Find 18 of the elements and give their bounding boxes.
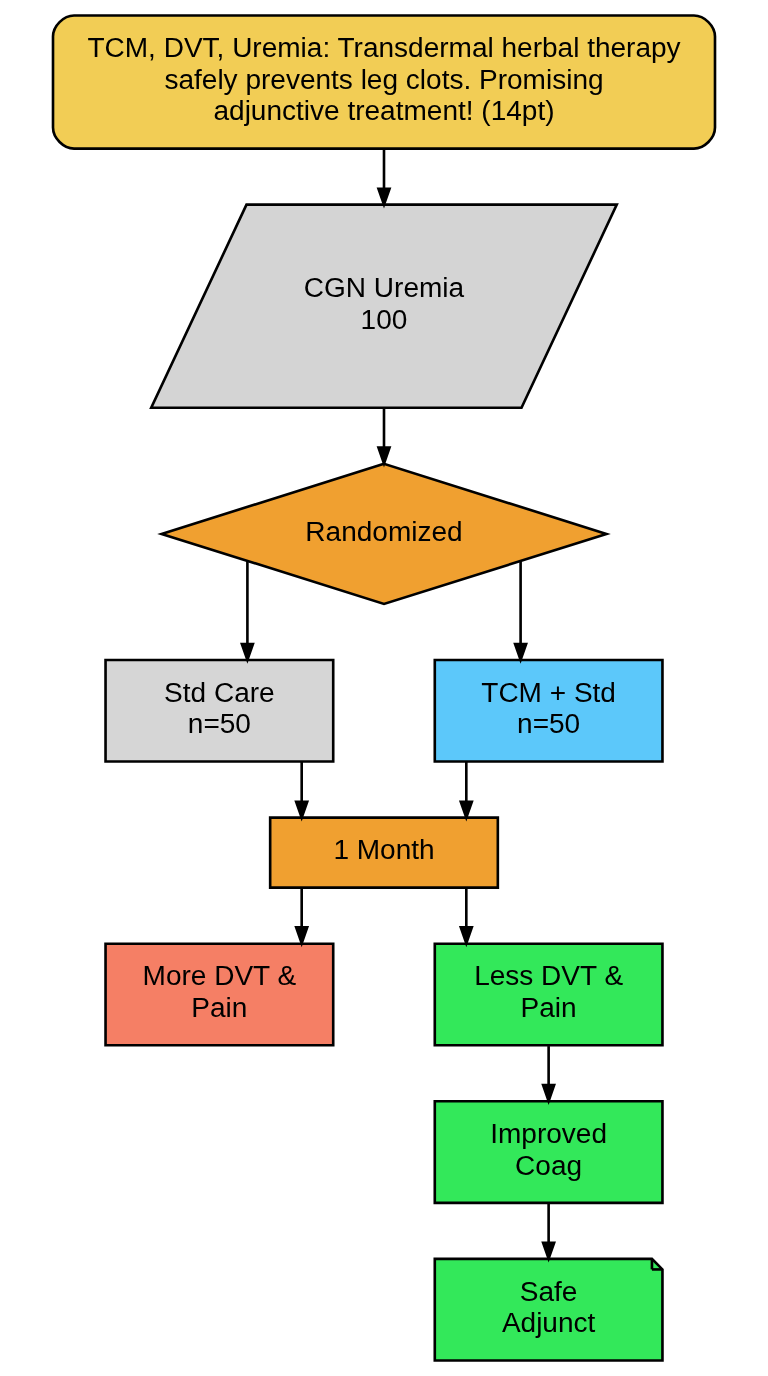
node-diamond: Randomized: [157, 462, 611, 606]
node-box: TCM, DVT, Uremia: Transdermal herbal therapy safely prevents leg clots. Promising adjunctive treatment! (14pt): [51, 14, 717, 150]
arrow: [458, 761, 474, 822]
arrow: [541, 1046, 556, 1105]
arrow: [376, 408, 392, 468]
arrow: [541, 1203, 556, 1263]
node-box: Improved Coag: [433, 1100, 664, 1205]
arrow: [458, 887, 474, 948]
node-box: Std Care n=50: [104, 658, 335, 763]
arrow: [376, 148, 392, 209]
arrow: [294, 887, 310, 948]
arrow: [240, 561, 255, 664]
node-box: Less DVT & Pain: [433, 942, 664, 1047]
node-box: TCM + Std n=50: [433, 658, 664, 763]
arrow: [294, 761, 310, 822]
node-box: 1 Month: [268, 816, 500, 889]
arrow: [513, 561, 528, 664]
node-box: More DVT & Pain: [104, 942, 335, 1047]
